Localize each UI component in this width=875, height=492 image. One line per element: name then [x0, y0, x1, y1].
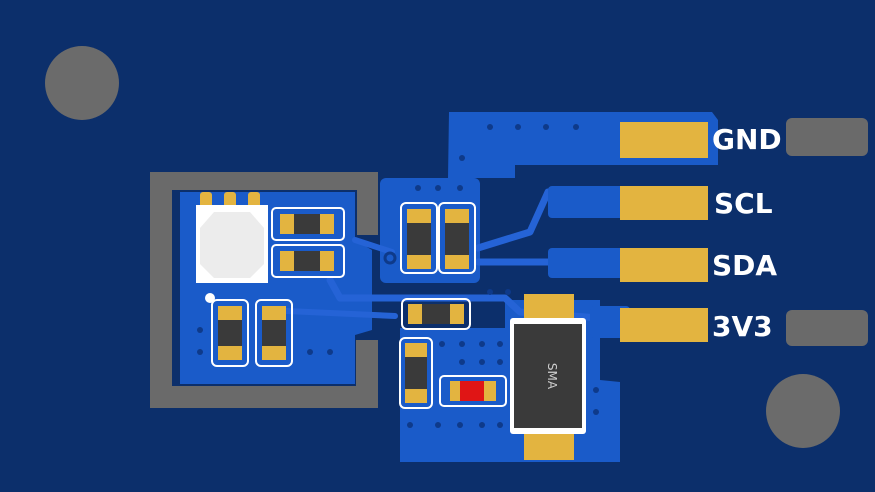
resistor-vertical-led: [399, 337, 433, 409]
status-led: [439, 375, 507, 407]
pad-3v3: [620, 308, 708, 342]
mount-hole-bottom-right: [766, 374, 840, 448]
scl-trace-pad: [548, 186, 628, 218]
resistor-pair-i2c: [400, 202, 476, 274]
pin-label-gnd: GND: [712, 123, 782, 156]
mount-hole-top-left: [45, 46, 119, 120]
pin-label-sda: SDA: [712, 249, 777, 282]
via-group: [197, 124, 599, 428]
resistor-horizontal: [401, 298, 471, 330]
pin-label-scl: SCL: [714, 187, 773, 220]
edge-tab-3v3: [786, 310, 868, 346]
pad-sda: [620, 248, 708, 282]
sda-trace-pad: [548, 248, 628, 278]
pad-scl: [620, 186, 708, 220]
pad-gnd: [620, 122, 708, 158]
pin-label-3v3: 3V3: [712, 310, 773, 343]
sma-diode: SMA: [510, 294, 586, 460]
capacitor-pair-sensor: [271, 207, 345, 278]
edge-tab-gnd: [786, 118, 868, 156]
sensor-chip: [196, 192, 268, 303]
capacitor-pair-bottom: [211, 299, 293, 367]
diode-package-label: SMA: [545, 363, 559, 390]
